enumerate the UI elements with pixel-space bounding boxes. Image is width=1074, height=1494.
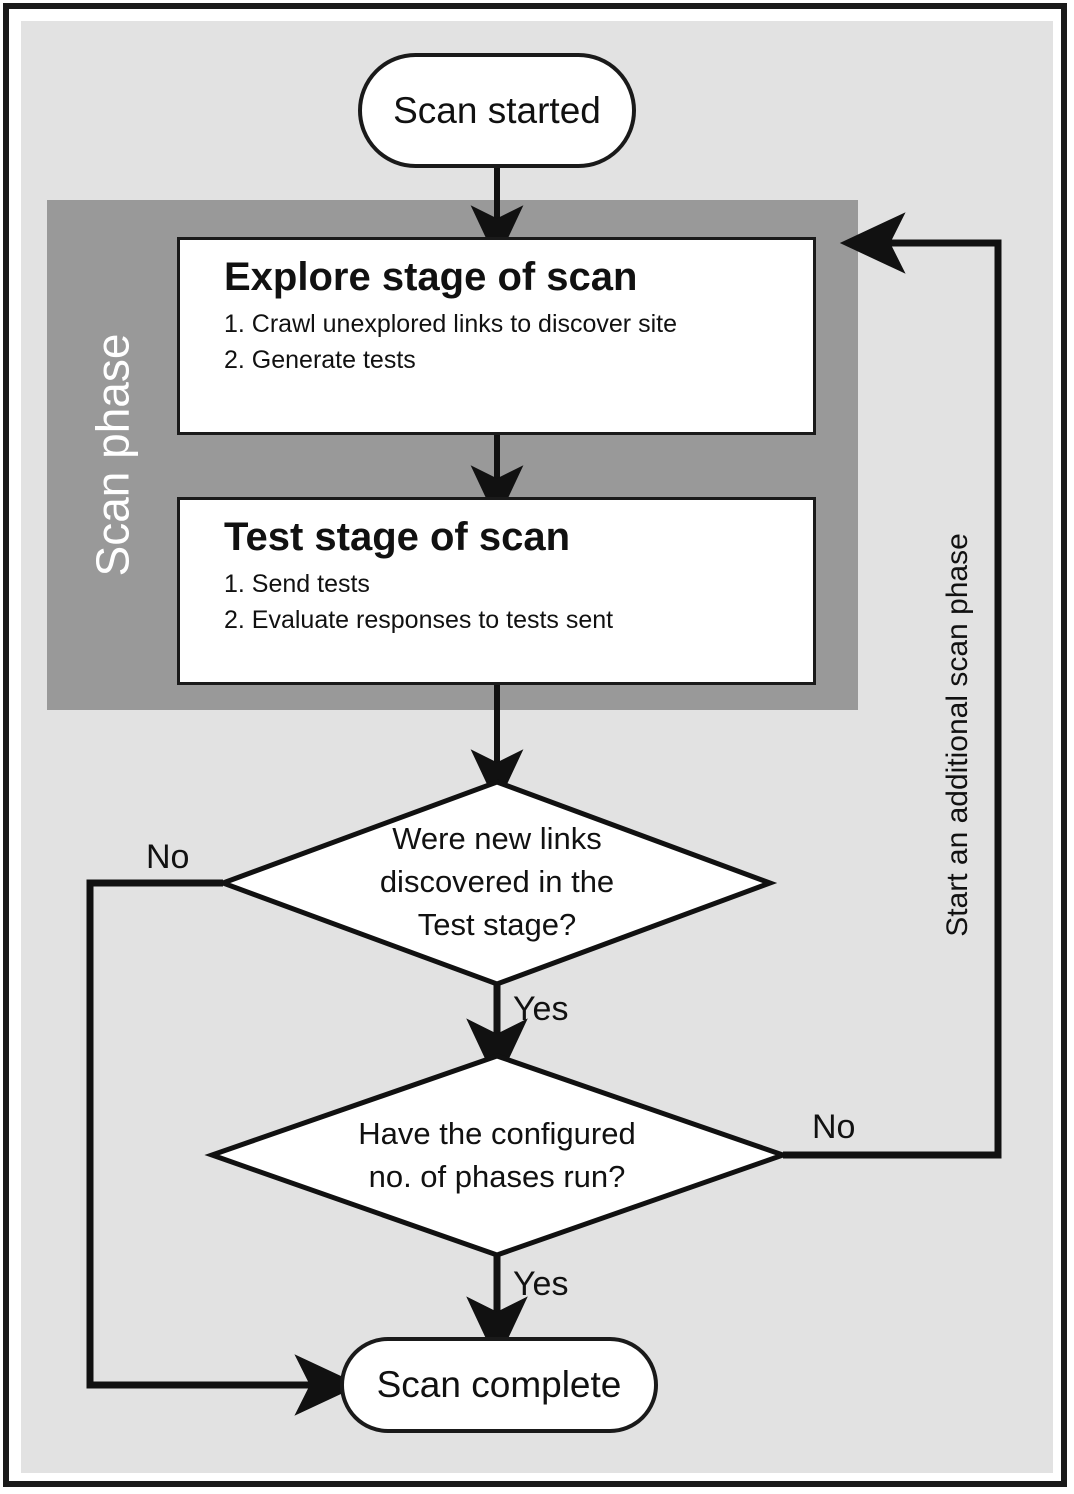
node-decision-phases-run-line-1: Have the configured bbox=[358, 1116, 636, 1151]
node-scan-complete[interactable]: Scan complete bbox=[340, 1337, 658, 1433]
node-scan-complete-label: Scan complete bbox=[376, 1364, 622, 1405]
node-explore-stage-title: Explore stage of scan bbox=[224, 255, 638, 299]
node-decision-new-links[interactable]: Were new links discovered in the Test st… bbox=[297, 818, 697, 946]
node-decision-new-links-line-1: Were new links bbox=[392, 821, 602, 856]
node-test-stage-step-2: 2. Evaluate responses to tests sent bbox=[224, 605, 614, 634]
scan-phase-swimlane-label: Scan phase bbox=[47, 200, 177, 710]
node-explore-stage-step-2: 2. Generate tests bbox=[224, 345, 416, 374]
edge-label-feedback-loop: Start an additional scan phase bbox=[893, 455, 1023, 1015]
node-explore-stage-step-1: 1. Crawl unexplored links to discover si… bbox=[224, 310, 677, 339]
scan-phase-swimlane-label-text: Scan phase bbox=[86, 333, 138, 577]
edge-label-decision-new-links-no: No bbox=[146, 838, 190, 876]
node-scan-started-label: Scan started bbox=[393, 89, 601, 131]
node-decision-phases-run[interactable]: Have the configured no. of phases run? bbox=[297, 1113, 697, 1199]
edge-label-decision-phases-run-yes: Yes bbox=[513, 1265, 569, 1303]
edge-label-decision-phases-run-no: No bbox=[812, 1108, 856, 1146]
node-decision-phases-run-line-2: no. of phases run? bbox=[368, 1158, 626, 1194]
node-scan-started[interactable]: Scan started bbox=[358, 53, 636, 168]
node-test-stage-step-1: 1. Send tests bbox=[224, 570, 370, 599]
edge-label-decision-new-links-yes: Yes bbox=[513, 990, 569, 1028]
node-test-stage[interactable]: Test stage of scan 1. Send tests 2. Eval… bbox=[177, 497, 816, 685]
node-decision-new-links-line-3: Test stage? bbox=[417, 906, 577, 942]
edge-label-feedback-loop-text: Start an additional scan phase bbox=[941, 533, 975, 937]
node-decision-new-links-line-2: discovered in the bbox=[379, 863, 615, 899]
node-test-stage-title: Test stage of scan bbox=[224, 515, 571, 559]
node-explore-stage[interactable]: Explore stage of scan 1. Crawl unexplore… bbox=[177, 237, 816, 435]
